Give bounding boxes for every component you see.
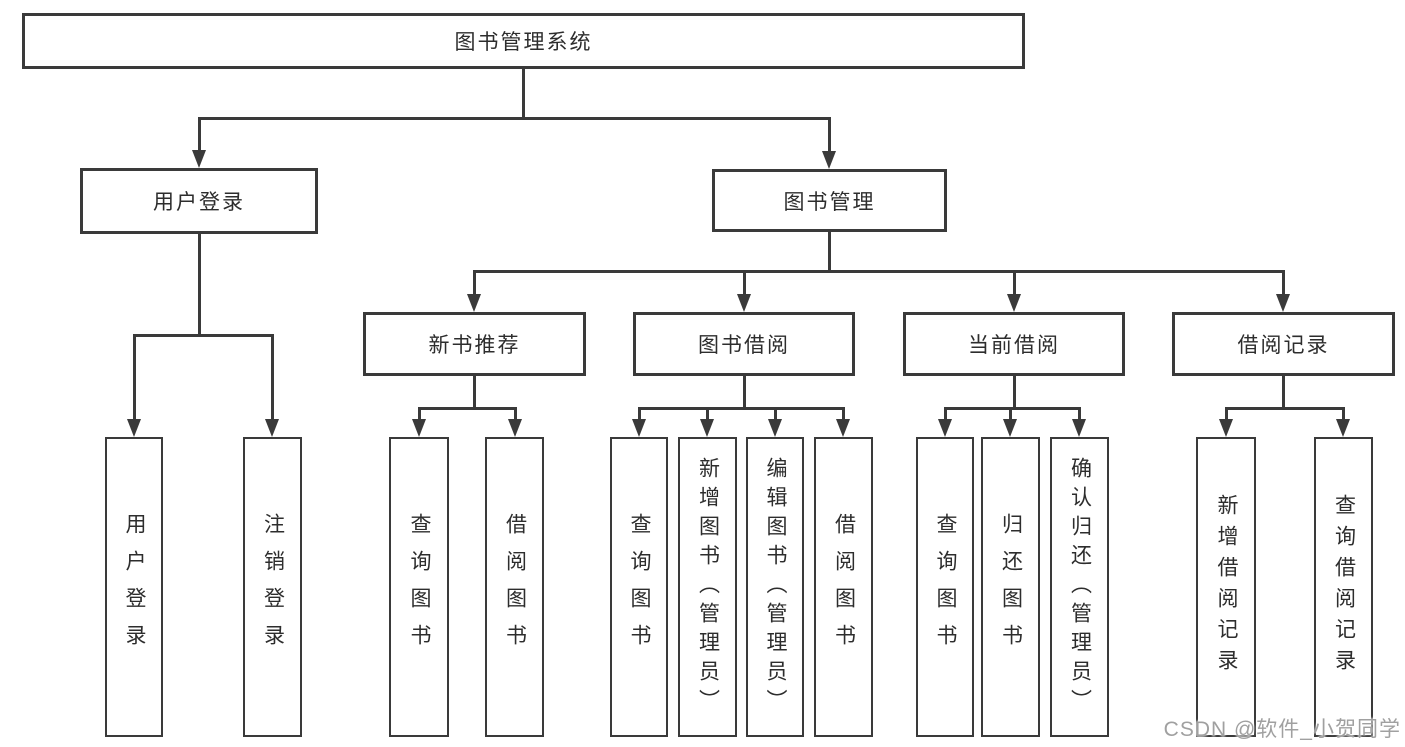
leaf-borrowing-query-books: 查询图书 (610, 437, 668, 737)
arrowhead-down-icon (1003, 419, 1017, 437)
leaf-current-query-books: 查询图书 (916, 437, 974, 737)
connector-vline (743, 376, 746, 409)
connector-vline (473, 270, 476, 294)
connector-vline (1013, 376, 1016, 409)
arrowhead-down-icon (467, 294, 481, 312)
connector-vline (842, 407, 845, 419)
connector-vline (1009, 407, 1012, 419)
leaf-confirm-return-admin: 确认归还（管理员） (1050, 437, 1109, 737)
arrowhead-down-icon (822, 151, 836, 169)
leaf-return-books: 归还图书 (981, 437, 1040, 737)
connector-vline (473, 376, 476, 409)
arrowhead-down-icon (265, 419, 279, 437)
connector-hline (418, 407, 517, 410)
connector-vline (944, 407, 947, 419)
connector-vline (198, 234, 201, 335)
arrowhead-down-icon (1007, 294, 1021, 312)
arrowhead-down-icon (1072, 419, 1086, 437)
arrowhead-down-icon (700, 419, 714, 437)
arrowhead-down-icon (412, 419, 426, 437)
connector-vline (522, 69, 525, 118)
arrowhead-down-icon (632, 419, 646, 437)
node-user-login: 用户登录 (80, 168, 318, 234)
connector-vline (198, 117, 201, 150)
connector-vline (1342, 407, 1345, 419)
arrowhead-down-icon (508, 419, 522, 437)
connector-vline (271, 334, 274, 419)
node-new-book-recommendation: 新书推荐 (363, 312, 586, 376)
connector-hline (473, 270, 1285, 273)
arrowhead-down-icon (737, 294, 751, 312)
connector-vline (706, 407, 709, 419)
arrowhead-down-icon (836, 419, 850, 437)
connector-hline (133, 334, 274, 337)
leaf-recommend-query-books: 查询图书 (389, 437, 449, 737)
connector-hline (198, 117, 830, 120)
node-borrowing-records: 借阅记录 (1172, 312, 1395, 376)
csdn-watermark: CSDN @软件_小贺同学 (1163, 718, 1401, 741)
node-book-borrowing: 图书借阅 (633, 312, 855, 376)
node-current-borrowing: 当前借阅 (903, 312, 1125, 376)
connector-vline (1282, 376, 1285, 409)
arrowhead-down-icon (768, 419, 782, 437)
connector-vline (638, 407, 641, 419)
leaf-edit-books-admin: 编辑图书（管理员） (746, 437, 804, 737)
connector-hline (1225, 407, 1345, 410)
leaf-query-borrow-record: 查询借阅记录 (1314, 437, 1373, 737)
connector-vline (1282, 270, 1285, 294)
leaf-borrowing-borrow-books: 借阅图书 (814, 437, 873, 737)
arrowhead-down-icon (1219, 419, 1233, 437)
connector-vline (774, 407, 777, 419)
node-library-management-system: 图书管理系统 (22, 13, 1025, 69)
arrowhead-down-icon (127, 419, 141, 437)
connector-vline (1225, 407, 1228, 419)
connector-vline (514, 407, 517, 419)
leaf-logout: 注销登录 (243, 437, 302, 737)
connector-vline (418, 407, 421, 419)
leaf-recommend-borrow-books: 借阅图书 (485, 437, 544, 737)
leaf-user-login: 用户登录 (105, 437, 163, 737)
connector-vline (1078, 407, 1081, 419)
connector-hline (944, 407, 1081, 410)
arrowhead-down-icon (1336, 419, 1350, 437)
connector-vline (1013, 270, 1016, 294)
connector-hline (638, 407, 845, 410)
connector-vline (133, 334, 136, 419)
node-book-management: 图书管理 (712, 169, 947, 232)
arrowhead-down-icon (938, 419, 952, 437)
connector-vline (828, 232, 831, 272)
leaf-add-borrow-record: 新增借阅记录 (1196, 437, 1256, 737)
connector-vline (828, 117, 831, 151)
arrowhead-down-icon (1276, 294, 1290, 312)
arrowhead-down-icon (192, 150, 206, 168)
connector-vline (743, 270, 746, 294)
leaf-add-books-admin: 新增图书（管理员） (678, 437, 737, 737)
